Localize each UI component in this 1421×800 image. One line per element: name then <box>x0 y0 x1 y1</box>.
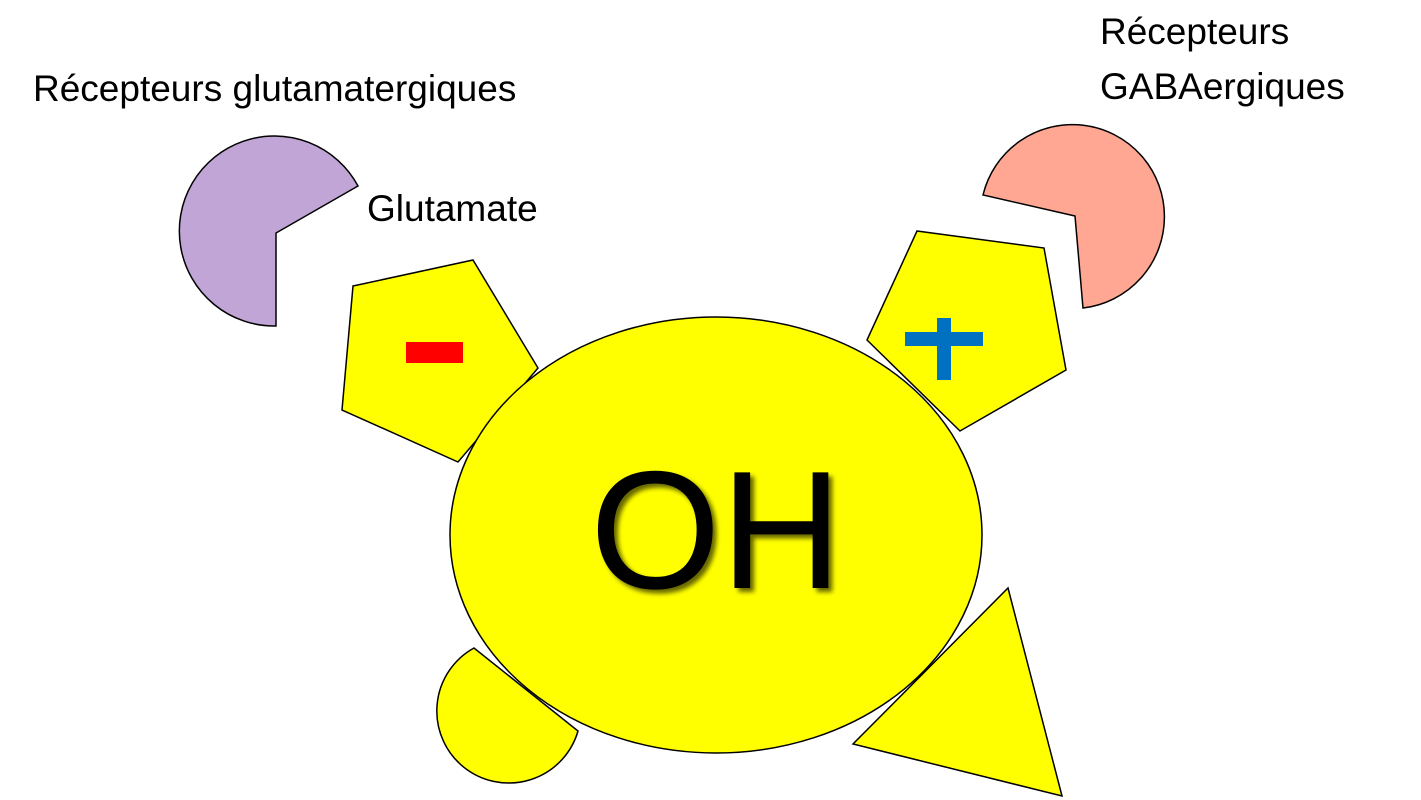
gaba-receptors-label-line2: GABAergiques <box>1100 66 1345 107</box>
glutamate-label: Glutamate <box>367 188 538 229</box>
lower-right-binding-site <box>851 586 1064 798</box>
glutamate-receptors-label: Récepteurs glutamatergiques <box>33 68 516 109</box>
gaba-receptors-label-line1: Récepteurs <box>1100 11 1289 52</box>
glutamate-receptor-shape <box>178 135 360 327</box>
gaba-receptor-shape <box>982 123 1166 309</box>
central-molecule <box>449 316 983 754</box>
minus-sign <box>406 342 463 363</box>
center-label: OH <box>590 436 842 624</box>
gaba-binding-site <box>866 230 1067 432</box>
lower-left-binding-site <box>436 647 579 784</box>
plus-sign <box>905 318 983 380</box>
